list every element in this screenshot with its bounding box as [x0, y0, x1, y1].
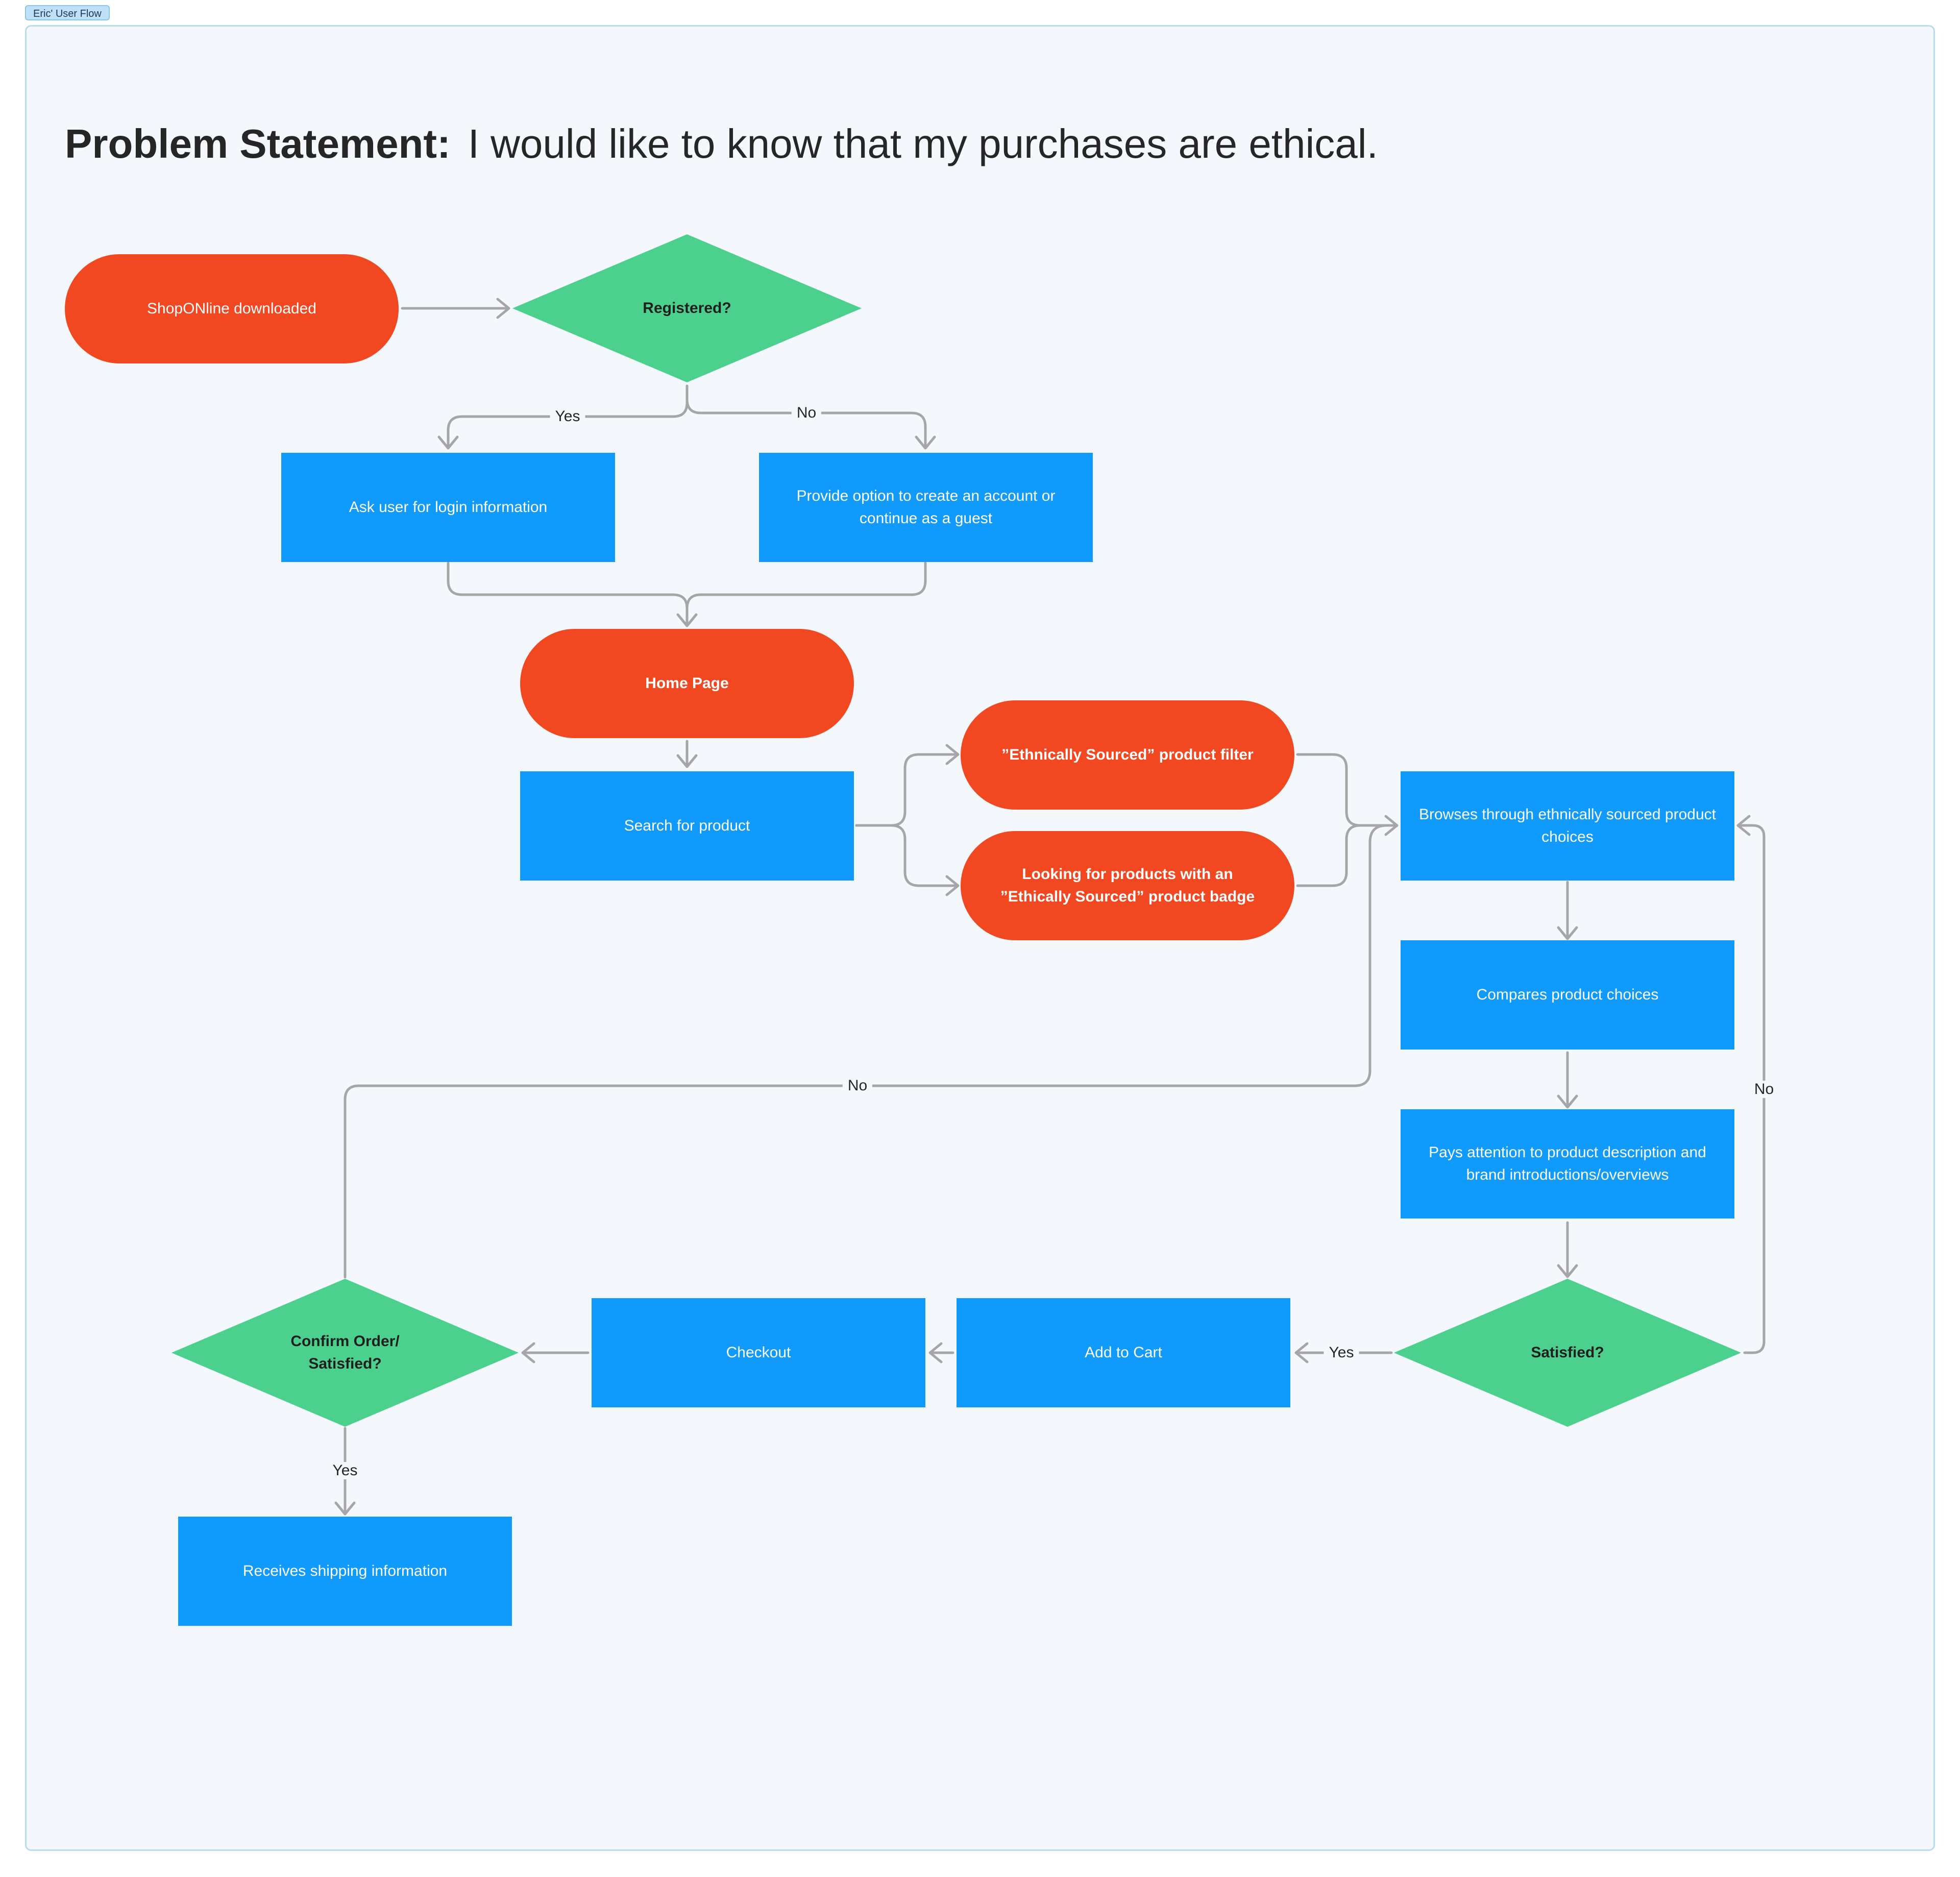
arrowhead [1736, 815, 1751, 836]
decision-registered-shape [512, 234, 862, 382]
problem-statement: Problem Statement: I would like to know t… [65, 120, 1378, 167]
decision-registered[interactable]: Registered? [643, 300, 731, 316]
arrowhead [334, 1501, 356, 1516]
node-shoponline-downloaded[interactable]: ShopONline downloaded [65, 254, 399, 363]
node-receives-shipping[interactable]: Receives shipping information [178, 1517, 512, 1626]
decision-confirm-shape [172, 1279, 519, 1427]
edge-label-satisfied-yes: Yes [1324, 1344, 1359, 1361]
arrowhead [676, 613, 698, 627]
arrowhead [676, 754, 698, 768]
node-ethnically-sourced-filter[interactable]: ”Ethnically Sourced” product filter [961, 700, 1294, 810]
connector-search-badge [855, 824, 959, 887]
node-checkout[interactable]: Checkout [592, 1298, 925, 1407]
connector-search-filter [855, 753, 959, 827]
node-product-description[interactable]: Pays attention to product description an… [1401, 1109, 1734, 1218]
problem-statement-heading: Problem Statement: [65, 121, 451, 166]
frame-label[interactable]: Eric' User Flow [25, 5, 110, 20]
connector-create-home [685, 562, 927, 626]
decision-satisfied-shape [1394, 1279, 1741, 1427]
decision-satisfied[interactable]: Satisfied? [1531, 1344, 1604, 1361]
edge-label-confirm-no: No [842, 1077, 873, 1094]
arrowhead [437, 435, 459, 450]
connector-filter-browse [1296, 753, 1398, 827]
arrowhead [1557, 1094, 1578, 1109]
arrowhead [915, 435, 936, 450]
connector-badge-browse [1296, 824, 1398, 887]
arrowhead [945, 744, 960, 765]
node-ethically-sourced-badge[interactable]: Looking for products with an ”Ethically … [961, 831, 1294, 940]
decision-confirm-order[interactable]: Confirm Order/ Satisfied? [290, 1333, 400, 1372]
arrowhead [496, 298, 510, 319]
node-compare-choices[interactable]: Compares product choices [1401, 940, 1734, 1050]
edge-label-confirm-yes: Yes [327, 1462, 363, 1479]
node-home-page[interactable]: Home Page [520, 629, 854, 738]
node-search-product[interactable]: Search for product [520, 771, 854, 881]
arrowhead [1294, 1342, 1309, 1363]
edge-label-registered-yes: Yes [550, 408, 585, 425]
node-browse-choices[interactable]: Browses through ethnically sourced produ… [1401, 771, 1734, 881]
node-add-to-cart[interactable]: Add to Cart [957, 1298, 1290, 1407]
edge-label-registered-no: No [791, 404, 822, 422]
arrowhead [521, 1342, 535, 1363]
arrowhead [928, 1342, 943, 1363]
arrowhead [1557, 1264, 1578, 1278]
node-create-account[interactable]: Provide option to create an account or c… [759, 453, 1093, 562]
edge-label-satisfied-no: No [1749, 1081, 1779, 1098]
arrowhead [1557, 926, 1578, 940]
node-ask-login[interactable]: Ask user for login information [281, 453, 615, 562]
arrowhead [945, 875, 960, 896]
problem-statement-text: I would like to know that my purchases a… [468, 121, 1378, 166]
connector-login-home [447, 562, 689, 626]
connector-confirm-no [344, 824, 1398, 1279]
